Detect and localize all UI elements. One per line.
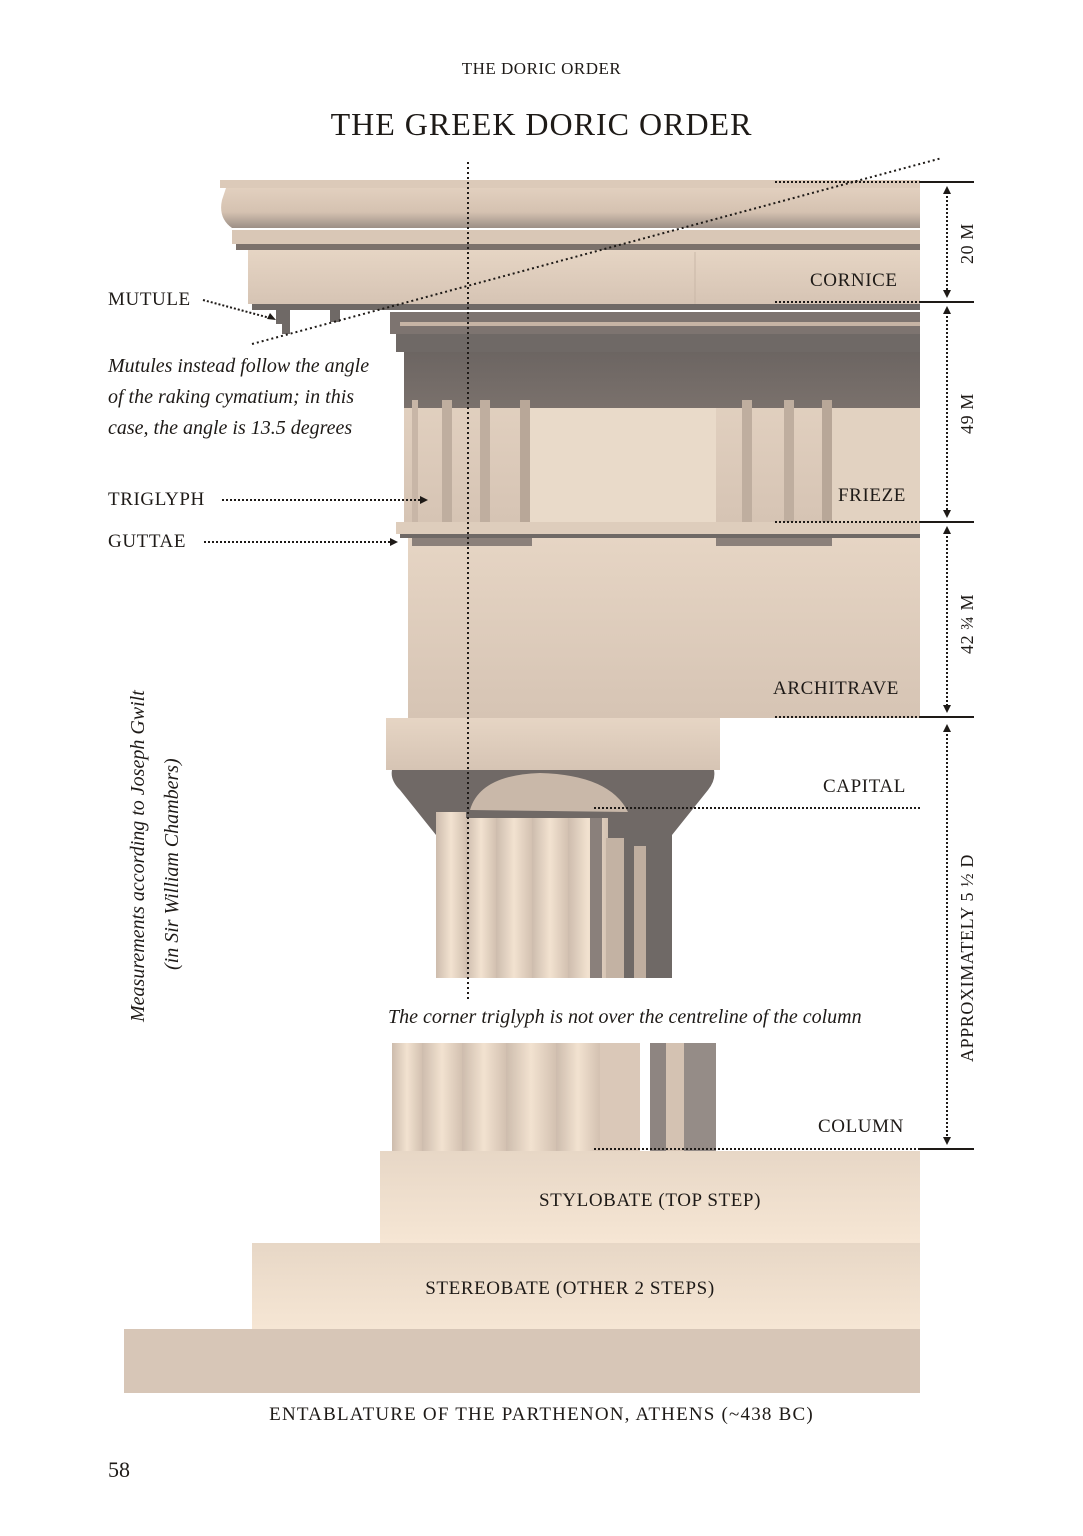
triglyph-glyph: [442, 400, 452, 522]
architrave-taenia-shadow: [400, 534, 920, 538]
mutule-block: [276, 310, 290, 324]
frieze-upper-shadow: [396, 334, 920, 352]
mutule-block: [330, 310, 340, 322]
cornice-corona: [248, 250, 920, 304]
triglyph-glyph: [412, 400, 418, 522]
source-note-line1: Measurements according to Joseph Gwilt: [127, 690, 149, 1022]
callout-mutule: MUTULE: [108, 289, 191, 310]
column-flute: [556, 1043, 600, 1151]
column-flute-shadow: [684, 1043, 716, 1151]
arrowhead-icon: [267, 313, 276, 320]
metope: [530, 408, 716, 522]
page-title: THE GREEK DORIC ORDER: [330, 106, 753, 142]
cornice-soffit: [252, 304, 920, 310]
raking-angle-line: [251, 157, 943, 345]
mutule-note: Mutules instead follow the angle of the …: [108, 355, 370, 439]
architrave-taenia: [396, 522, 920, 534]
triglyph-glyph: [822, 400, 832, 522]
arrowhead-icon: [943, 290, 951, 298]
arrowhead-icon: [943, 510, 951, 518]
callout-triglyph: TRIGLYPH: [108, 489, 205, 510]
cornice: [220, 180, 921, 334]
arrowhead-icon: [390, 538, 398, 546]
column-flute: [506, 1043, 556, 1151]
column-flute: [600, 1043, 640, 1151]
arrowhead-icon: [943, 306, 951, 314]
triglyph-glyph: [480, 400, 490, 522]
guide-lines: [202, 157, 974, 1150]
label-cornice: CORNICE: [810, 270, 898, 291]
triglyph-glyph: [520, 400, 530, 522]
cornice-top-fillet: [220, 180, 920, 188]
architrave-body: [408, 538, 920, 718]
arrowhead-icon: [943, 724, 951, 732]
running-head: THE DORIC ORDER: [461, 59, 622, 78]
label-column: COLUMN: [818, 1116, 904, 1137]
frieze-shadow: [404, 352, 920, 408]
arrowheads: [267, 186, 951, 1145]
guttae-row: [412, 538, 532, 546]
column-flute: [466, 818, 496, 978]
column-flute: [462, 1043, 506, 1151]
frieze: [390, 312, 920, 522]
cornice-band: [232, 230, 920, 244]
dim-label-architrave: 42 ¾ M: [957, 593, 977, 654]
dim-label-cornice: 20 M: [957, 223, 977, 264]
column-flute: [392, 1043, 422, 1151]
guttae-row: [716, 538, 832, 546]
column-shaft-lower: [392, 1043, 716, 1151]
capital-echinus: [470, 773, 628, 812]
cornice-cymatium: [221, 188, 921, 228]
arrowhead-icon: [943, 705, 951, 713]
column-flute: [634, 846, 646, 978]
label-architrave: ARCHITRAVE: [773, 678, 899, 699]
mutule-block: [282, 324, 290, 334]
dim-label-frieze: 49 M: [957, 393, 977, 434]
capital-abacus: [386, 718, 720, 770]
arrowhead-icon: [943, 526, 951, 534]
cornice-band-shadow: [236, 244, 920, 250]
column-shaft-upper: [436, 812, 672, 978]
column-flute-shadow: [590, 818, 602, 978]
column-flute: [532, 818, 568, 978]
label-stereobate: STEREOBATE (OTHER 2 STEPS): [425, 1278, 715, 1299]
stereobate-step-upper: [252, 1243, 920, 1329]
triglyph-glyph: [742, 400, 752, 522]
source-note-line2: (in Sir William Chambers): [161, 758, 183, 970]
arrowhead-icon: [420, 496, 428, 504]
column-flute: [422, 1043, 462, 1151]
mutule-leader: [202, 299, 271, 319]
architrave: [396, 522, 920, 718]
frieze-regulae-band: [400, 322, 920, 326]
column-flute: [436, 812, 466, 978]
page-number: 58: [108, 1457, 130, 1482]
column-flute-shadow: [650, 1043, 666, 1151]
triglyph-glyph: [784, 400, 794, 522]
arrowhead-icon: [943, 1137, 951, 1145]
figure-caption: ENTABLATURE OF THE PARTHENON, ATHENS (~4…: [269, 1404, 814, 1425]
stereobate-step-lower: [124, 1329, 920, 1393]
column-flute: [606, 838, 624, 978]
column-flute-shadow: [624, 830, 672, 978]
column-flute: [666, 1043, 684, 1151]
stylobate-step: [380, 1151, 920, 1243]
dim-label-column: APPROXIMATELY 5 ½ D: [957, 854, 977, 1062]
callout-guttae: GUTTAE: [108, 531, 187, 552]
column-flute: [496, 818, 532, 978]
label-frieze: FRIEZE: [838, 485, 906, 506]
label-stylobate: STYLOBATE (TOP STEP): [538, 1190, 762, 1211]
metope: [830, 408, 920, 522]
triglyph-note: The corner triglyph is not over the cent…: [388, 1006, 862, 1028]
label-capital: CAPITAL: [823, 776, 906, 797]
arrowhead-icon: [943, 186, 951, 194]
